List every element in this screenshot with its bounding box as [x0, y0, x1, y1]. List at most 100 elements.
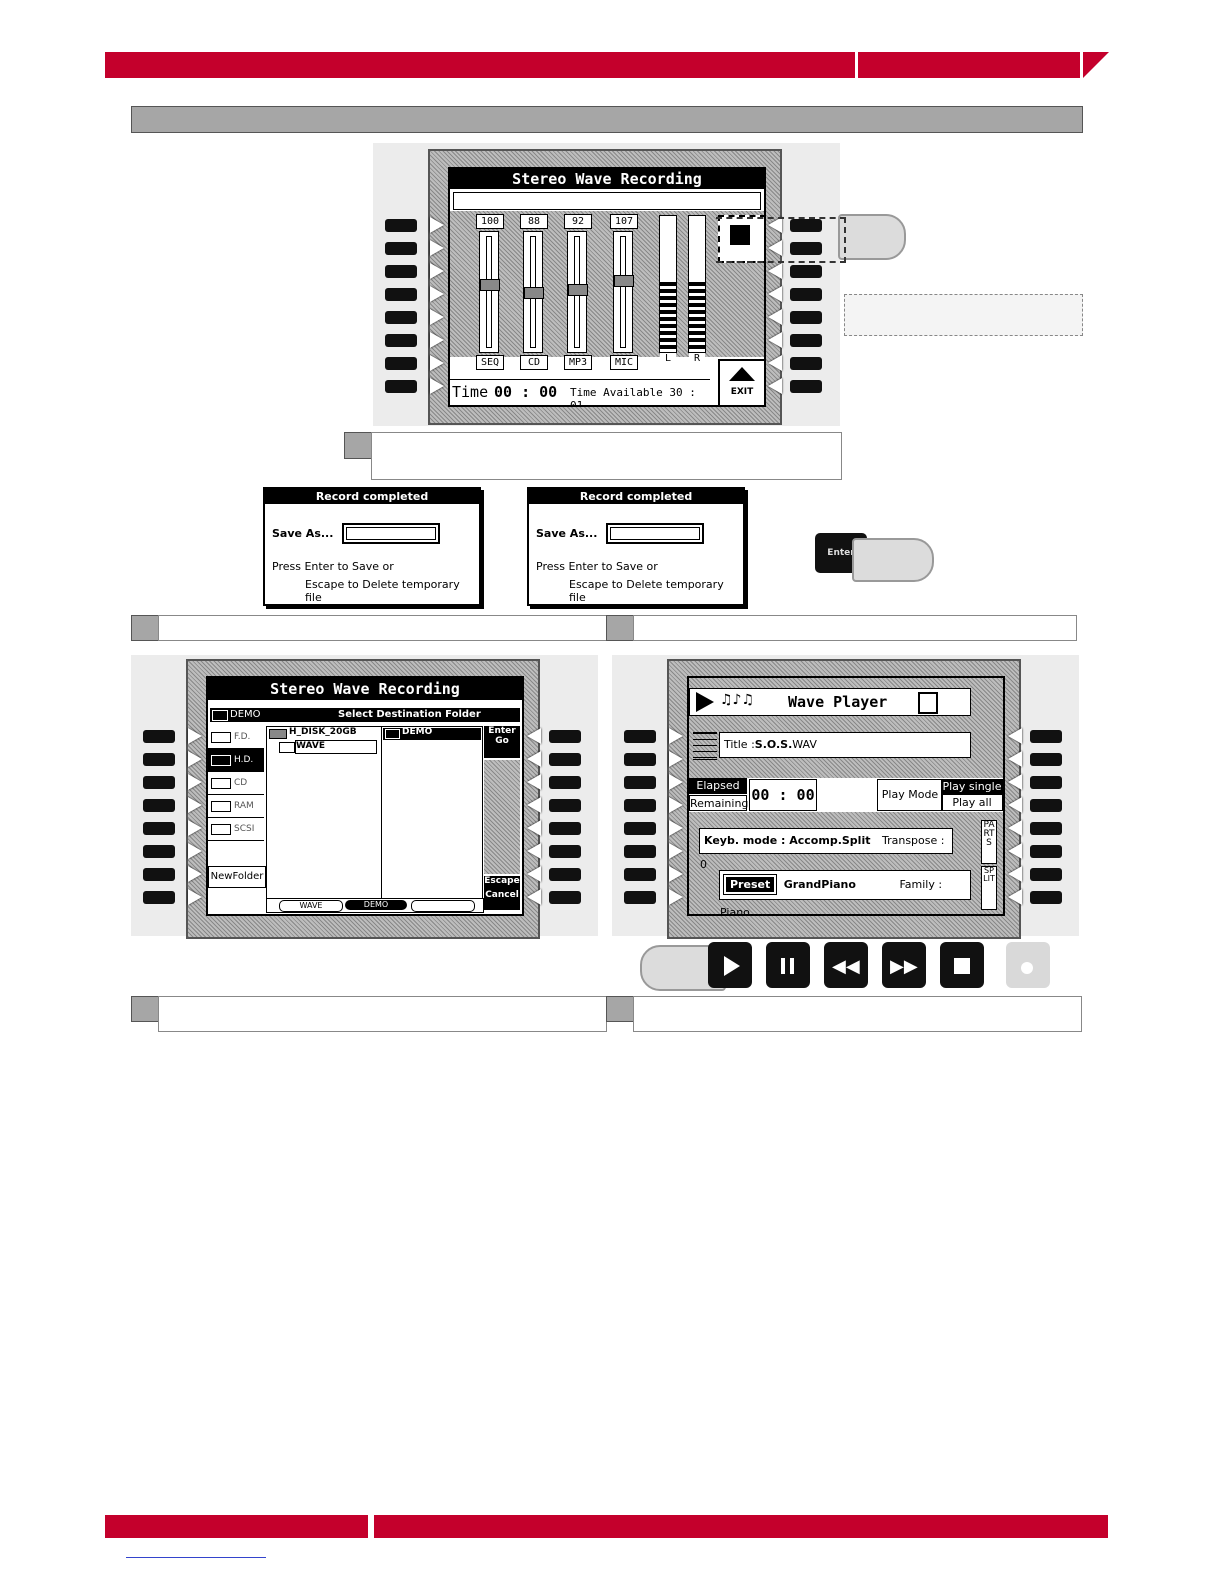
device-ram-item[interactable]: RAM — [208, 795, 264, 818]
record-stop-button[interactable] — [718, 215, 764, 263]
side-key-f8[interactable] — [1030, 891, 1062, 904]
side-key-c[interactable] — [385, 265, 417, 278]
side-key-f8[interactable] — [790, 380, 822, 393]
escape-cancel-button[interactable]: Escape Cancel — [484, 876, 520, 910]
side-key-f4[interactable] — [790, 288, 822, 301]
parts-tab[interactable]: PARTS — [981, 820, 997, 864]
key-arrow-icon — [1008, 797, 1022, 813]
play-all-option[interactable]: Play all — [941, 794, 1003, 811]
side-key-h[interactable] — [385, 380, 417, 393]
key-arrow-icon — [768, 217, 782, 233]
side-key-f2[interactable] — [790, 242, 822, 255]
save-as-input[interactable] — [606, 523, 704, 544]
rewind-icon: ◀◀ — [832, 956, 860, 977]
step-caption — [633, 996, 1082, 1032]
time-value: 00 : 00 — [494, 383, 558, 401]
subfolder-item[interactable]: WAVE — [295, 740, 377, 754]
slider-thumb[interactable] — [614, 275, 634, 287]
side-key-d[interactable] — [385, 288, 417, 301]
footer-link-underline[interactable] — [126, 1557, 266, 1558]
side-key-d[interactable] — [143, 799, 175, 812]
side-key-f3[interactable] — [1030, 776, 1062, 789]
right-folder-item[interactable] — [383, 728, 481, 740]
side-key-a[interactable] — [624, 730, 656, 743]
side-key-f2[interactable] — [1030, 753, 1062, 766]
slider-track[interactable] — [613, 231, 634, 353]
side-key-f7[interactable] — [549, 868, 581, 881]
pointing-hand-icon — [838, 214, 906, 260]
side-key-f[interactable] — [143, 845, 175, 858]
side-key-f7[interactable] — [1030, 868, 1062, 881]
side-key-d[interactable] — [624, 799, 656, 812]
path-tab[interactable]: DEMO — [345, 900, 407, 910]
slider-track[interactable] — [567, 231, 588, 353]
side-key-h[interactable] — [143, 891, 175, 904]
slider-thumb[interactable] — [568, 284, 588, 296]
side-key-f1[interactable] — [549, 730, 581, 743]
split-tab[interactable]: SPLIT — [981, 866, 997, 910]
device-cd-item[interactable]: CD — [208, 772, 264, 795]
side-key-f3[interactable] — [549, 776, 581, 789]
path-tab-empty[interactable] — [411, 900, 475, 912]
forward-button[interactable]: ▶▶ — [882, 942, 926, 988]
slider-track[interactable] — [479, 231, 500, 353]
side-key-f1[interactable] — [790, 219, 822, 232]
slider-value: 88 — [520, 214, 548, 229]
side-key-c[interactable] — [624, 776, 656, 789]
side-key-f7[interactable] — [790, 357, 822, 370]
side-key-e[interactable] — [624, 822, 656, 835]
key-arrow-icon — [669, 774, 683, 790]
side-key-f4[interactable] — [549, 799, 581, 812]
side-key-f6[interactable] — [790, 334, 822, 347]
key-arrow-icon — [768, 263, 782, 279]
side-key-f3[interactable] — [790, 265, 822, 278]
side-key-a[interactable] — [143, 730, 175, 743]
play-single-option[interactable]: Play single — [941, 779, 1003, 794]
side-key-g[interactable] — [385, 357, 417, 370]
side-key-b[interactable] — [385, 242, 417, 255]
side-key-f[interactable] — [385, 334, 417, 347]
exit-button[interactable]: EXIT — [718, 359, 764, 405]
key-arrow-icon — [188, 820, 202, 836]
rewind-button[interactable]: ◀◀ — [824, 942, 868, 988]
slider-thumb[interactable] — [480, 279, 500, 291]
side-key-f6[interactable] — [549, 845, 581, 858]
new-folder-button[interactable]: NewFolder — [208, 866, 266, 888]
path-tab[interactable]: WAVE — [279, 900, 343, 912]
play-button[interactable] — [708, 942, 752, 988]
side-key-h[interactable] — [624, 891, 656, 904]
side-key-g[interactable] — [624, 868, 656, 881]
side-key-e[interactable] — [143, 822, 175, 835]
side-key-f8[interactable] — [549, 891, 581, 904]
side-key-f5[interactable] — [1030, 822, 1062, 835]
side-key-b[interactable] — [143, 753, 175, 766]
pause-button[interactable] — [766, 942, 810, 988]
enter-go-button[interactable]: Enter Go — [484, 726, 520, 758]
eject-icon — [729, 367, 755, 381]
side-key-a[interactable] — [385, 219, 417, 232]
side-key-f4[interactable] — [1030, 799, 1062, 812]
side-key-f2[interactable] — [549, 753, 581, 766]
record-button[interactable] — [1006, 942, 1050, 988]
device-hd-item[interactable]: H.D. — [208, 749, 264, 772]
stop-button[interactable] — [940, 942, 984, 988]
play-icon — [724, 956, 740, 976]
device-scsi-item[interactable]: SCSI — [208, 818, 264, 841]
side-key-f5[interactable] — [790, 311, 822, 324]
device-fd-item[interactable]: F.D. — [208, 726, 264, 749]
side-key-f6[interactable] — [1030, 845, 1062, 858]
side-key-c[interactable] — [143, 776, 175, 789]
side-key-g[interactable] — [143, 868, 175, 881]
side-key-f5[interactable] — [549, 822, 581, 835]
side-key-f1[interactable] — [1030, 730, 1062, 743]
slider-thumb[interactable] — [524, 287, 544, 299]
cancel-label: Cancel — [485, 890, 519, 900]
callout-dashed-line — [716, 217, 846, 263]
slider-track[interactable] — [523, 231, 544, 353]
record-dot-icon — [1021, 962, 1033, 974]
side-key-b[interactable] — [624, 753, 656, 766]
side-key-f[interactable] — [624, 845, 656, 858]
save-as-input[interactable] — [342, 523, 440, 544]
side-key-e[interactable] — [385, 311, 417, 324]
section-title-bar — [131, 106, 1083, 133]
